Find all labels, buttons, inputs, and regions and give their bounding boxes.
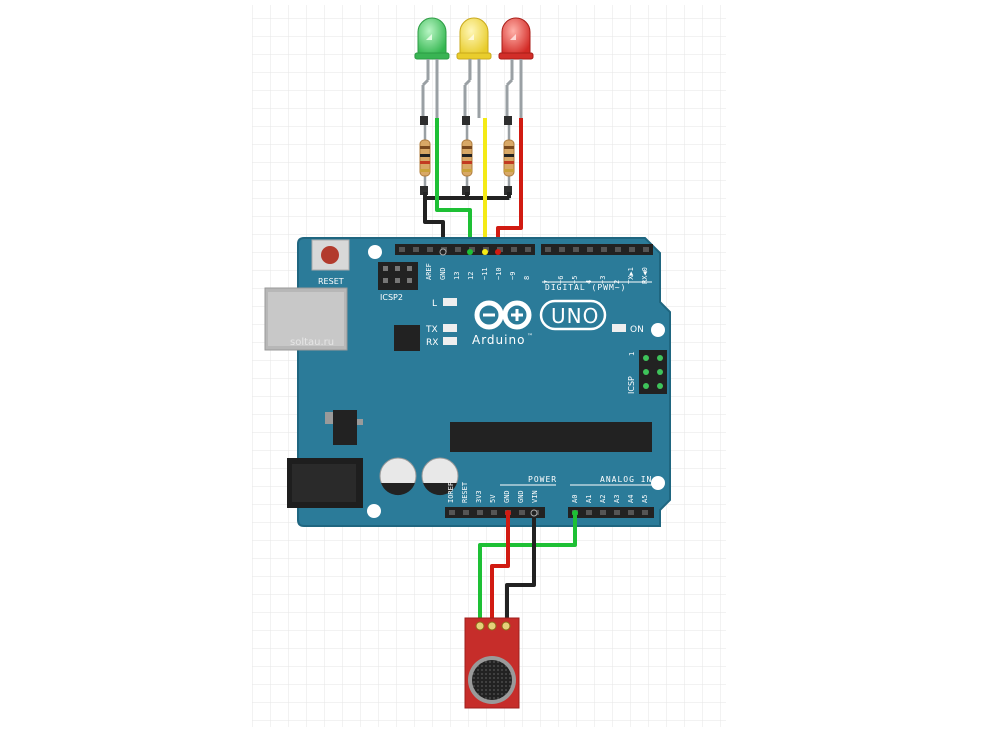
onboard-leds: L TX RX ON [425,298,644,348]
usb-connector-icon: soltau.ru [264,287,348,351]
uno-logo-text: UNO [551,304,599,328]
pin-label: 8 [523,276,531,280]
led-red [498,17,534,80]
digital-header-right [541,244,653,255]
icsp2-header: ICSP2 [378,262,418,302]
pin-label: 12 [467,272,475,280]
pin-label: ~10 [495,267,503,280]
trademark: ™ [527,333,533,340]
pin-label: GND [517,490,525,503]
led-rx-label: RX [426,338,438,348]
pin-label: ~11 [481,267,489,280]
capacitor-icon [379,457,417,496]
power-pin-labels: IOREF RESET 3V3 5V GND GND VIN [447,481,539,503]
microphone-icon [468,656,516,704]
pin-label: A2 [599,495,607,503]
led-green [414,17,450,87]
icsp2-label: ICSP2 [380,293,403,302]
reset-button: RESET [311,239,350,286]
led-leads [421,75,523,118]
icsp-label: ICSP [627,376,636,394]
capacitor-icon [421,457,459,496]
arduino-logo: UNO Arduino ™ [472,299,607,347]
regulator [325,410,363,445]
pin-label: A1 [585,495,593,503]
pin-label: AREF [425,263,433,280]
analog-pin-labels: A0 A1 A2 A3 A4 A5 [571,495,649,503]
wires-bottom [478,509,578,625]
pin-label: RX◀0 [641,267,649,284]
led-yellow [456,17,492,80]
analog-label: ANALOG IN [600,475,652,484]
microphone-module [464,617,520,709]
digital-header-left [395,244,535,255]
pin-label: RESET [461,481,469,503]
led-tx-label: TX [425,325,438,335]
pin-label: ~3 [599,276,607,284]
barrel-jack-icon [287,458,363,508]
digital-label: DIGITAL (PWM~) [545,283,626,292]
power-header [445,507,545,518]
pin-label: ~5 [571,276,579,284]
analog-header [568,507,654,518]
watermark: soltau.ru [290,337,334,348]
pin-label: 3V3 [475,490,483,503]
pin-label: IOREF [447,482,455,503]
pin-label: GND [503,490,511,503]
pin-label: A3 [613,495,621,503]
pin-label: A0 [571,495,579,503]
brand-text: Arduino [472,333,525,347]
led-l-label: L [432,299,437,309]
pin-label: GND [439,267,447,280]
atmega-chip [450,422,652,452]
pin-label: ~9 [509,272,517,280]
arduino-uno-board: soltau.ru RESET ICSP2 [264,237,671,527]
pin-label: TX▶1 [627,267,635,284]
icsp-header: ICSP 1 [627,350,667,394]
icsp-pin-1: 1 [628,352,636,356]
power-label: POWER [528,475,557,484]
pin-label: A4 [627,495,635,503]
digital-pin-labels-left: AREF GND 13 12 ~11 ~10 ~9 8 [425,263,531,280]
pin-label: 5V [489,494,497,503]
chip-icon [394,325,420,351]
reset-label: RESET [318,277,344,286]
pin-label: ~6 [557,276,565,284]
pin-label: VIN [531,490,539,503]
led-on-label: ON [630,325,644,335]
lead-connectors [420,116,512,195]
pin-label: A5 [641,495,649,503]
pin-label: 13 [453,272,461,280]
